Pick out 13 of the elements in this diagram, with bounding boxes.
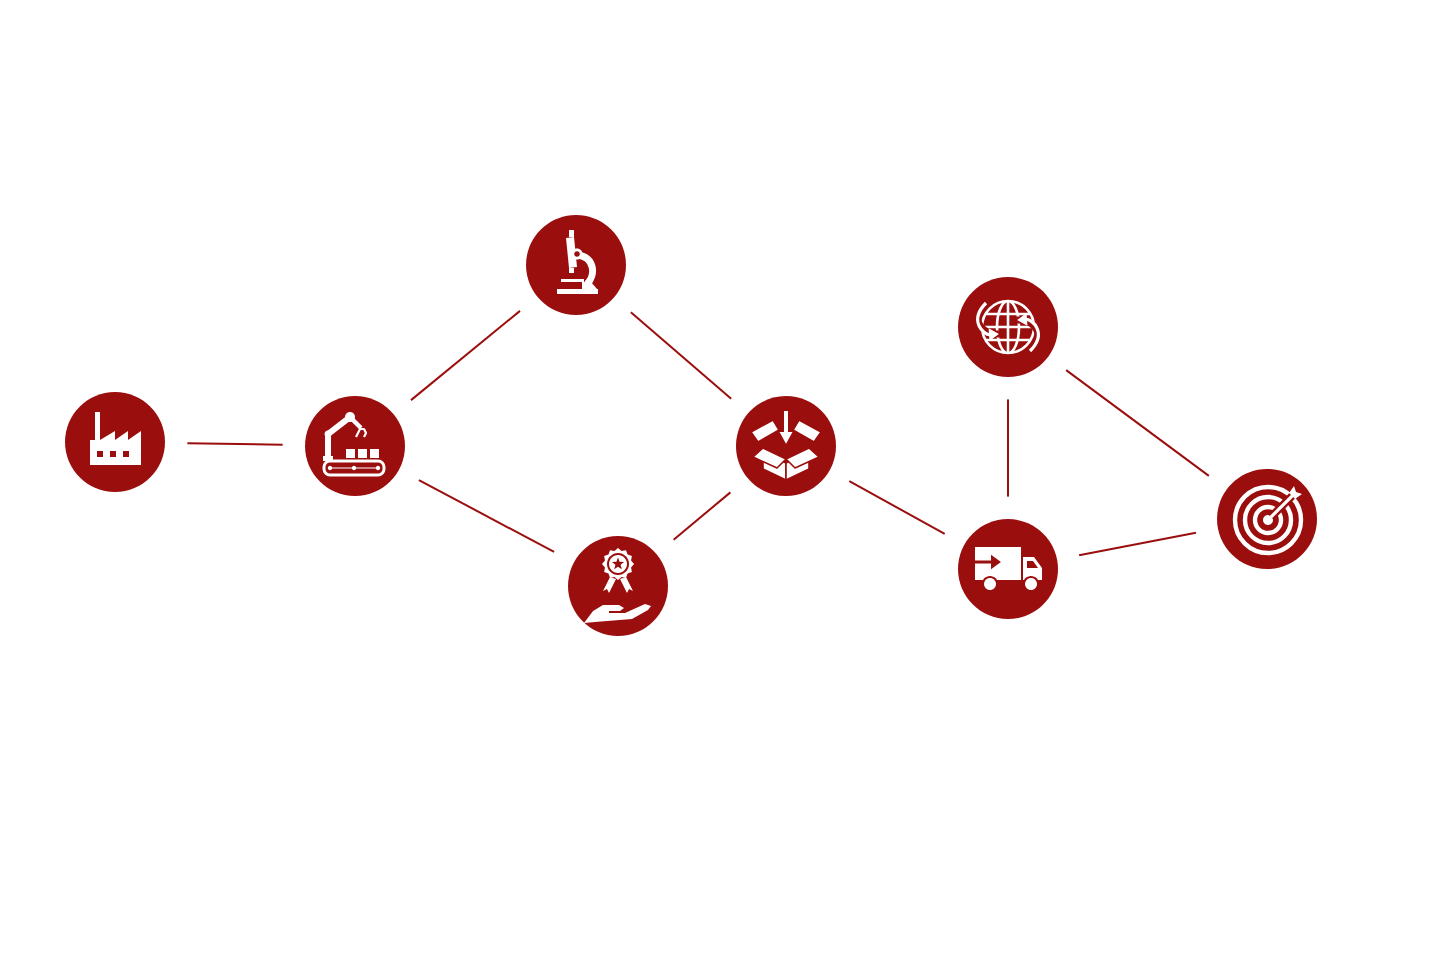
connector-line — [1007, 398, 1009, 498]
circle — [526, 215, 626, 315]
connector-line — [672, 491, 732, 541]
connector-line — [186, 442, 284, 446]
connector-line — [1065, 369, 1210, 477]
connector-line — [629, 311, 733, 400]
connector-line — [410, 309, 521, 402]
connector-line — [417, 479, 556, 553]
circle — [1217, 469, 1317, 569]
circle — [305, 396, 405, 496]
circle — [958, 277, 1058, 377]
connector-line — [1078, 531, 1197, 557]
connector-line — [848, 480, 946, 535]
